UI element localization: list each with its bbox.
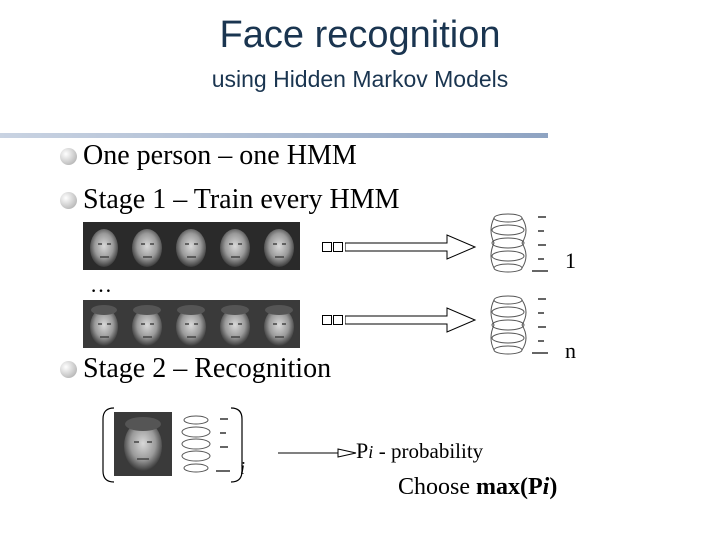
bullet-icon <box>60 360 77 378</box>
title-divider <box>0 133 548 138</box>
model-label-1: 1 <box>565 248 576 273</box>
slide-subtitle: using Hidden Markov Models <box>211 66 509 92</box>
probability-text: - probability <box>378 439 484 463</box>
face-photo-icon <box>83 300 300 348</box>
bullet-icon <box>60 191 77 209</box>
arrow-icon <box>278 448 357 458</box>
face-photo-icon <box>83 222 300 270</box>
sequence-square <box>333 315 343 325</box>
choose-text: Choose <box>398 474 476 500</box>
slide-title: Face recognition <box>219 14 501 56</box>
hmm-diagram-icon <box>486 210 552 276</box>
p-symbol: P <box>356 438 369 463</box>
max-close: ) <box>549 474 558 500</box>
training-faces-person-n <box>83 300 300 348</box>
hmm-diagram-icon <box>176 412 234 476</box>
arrow-icon <box>345 234 477 260</box>
training-faces-person-1 <box>83 222 300 270</box>
probability-label: Pi - probability <box>356 438 483 464</box>
bullet-stage1: Stage 1 – Train every HMM <box>60 184 400 216</box>
sequence-square <box>322 315 332 325</box>
bullet-text: Stage 1 – Train every HMM <box>83 184 400 215</box>
sequence-square <box>322 242 332 252</box>
ellipsis: … <box>90 272 112 297</box>
bullet-text: Stage 2 – Recognition <box>83 353 332 384</box>
choose-max-label: Choose max(Pi) <box>398 474 557 501</box>
max-text: max(P <box>476 474 543 500</box>
model-label-n: n <box>565 338 576 363</box>
bullet-icon <box>60 147 77 165</box>
recognition-bracket <box>102 407 243 483</box>
p-subscript: i <box>368 442 374 462</box>
bullet-text: One person – one HMM <box>83 140 357 171</box>
bullet-stage2: Stage 2 – Recognition <box>60 353 331 385</box>
model-index-label: i <box>240 458 246 478</box>
sequence-square <box>333 242 343 252</box>
hmm-diagram-icon <box>486 292 552 358</box>
max-subscript: i <box>542 474 550 500</box>
face-photo-icon <box>114 412 172 476</box>
bullet-one-person: One person – one HMM <box>60 140 357 172</box>
arrow-icon <box>345 307 477 333</box>
